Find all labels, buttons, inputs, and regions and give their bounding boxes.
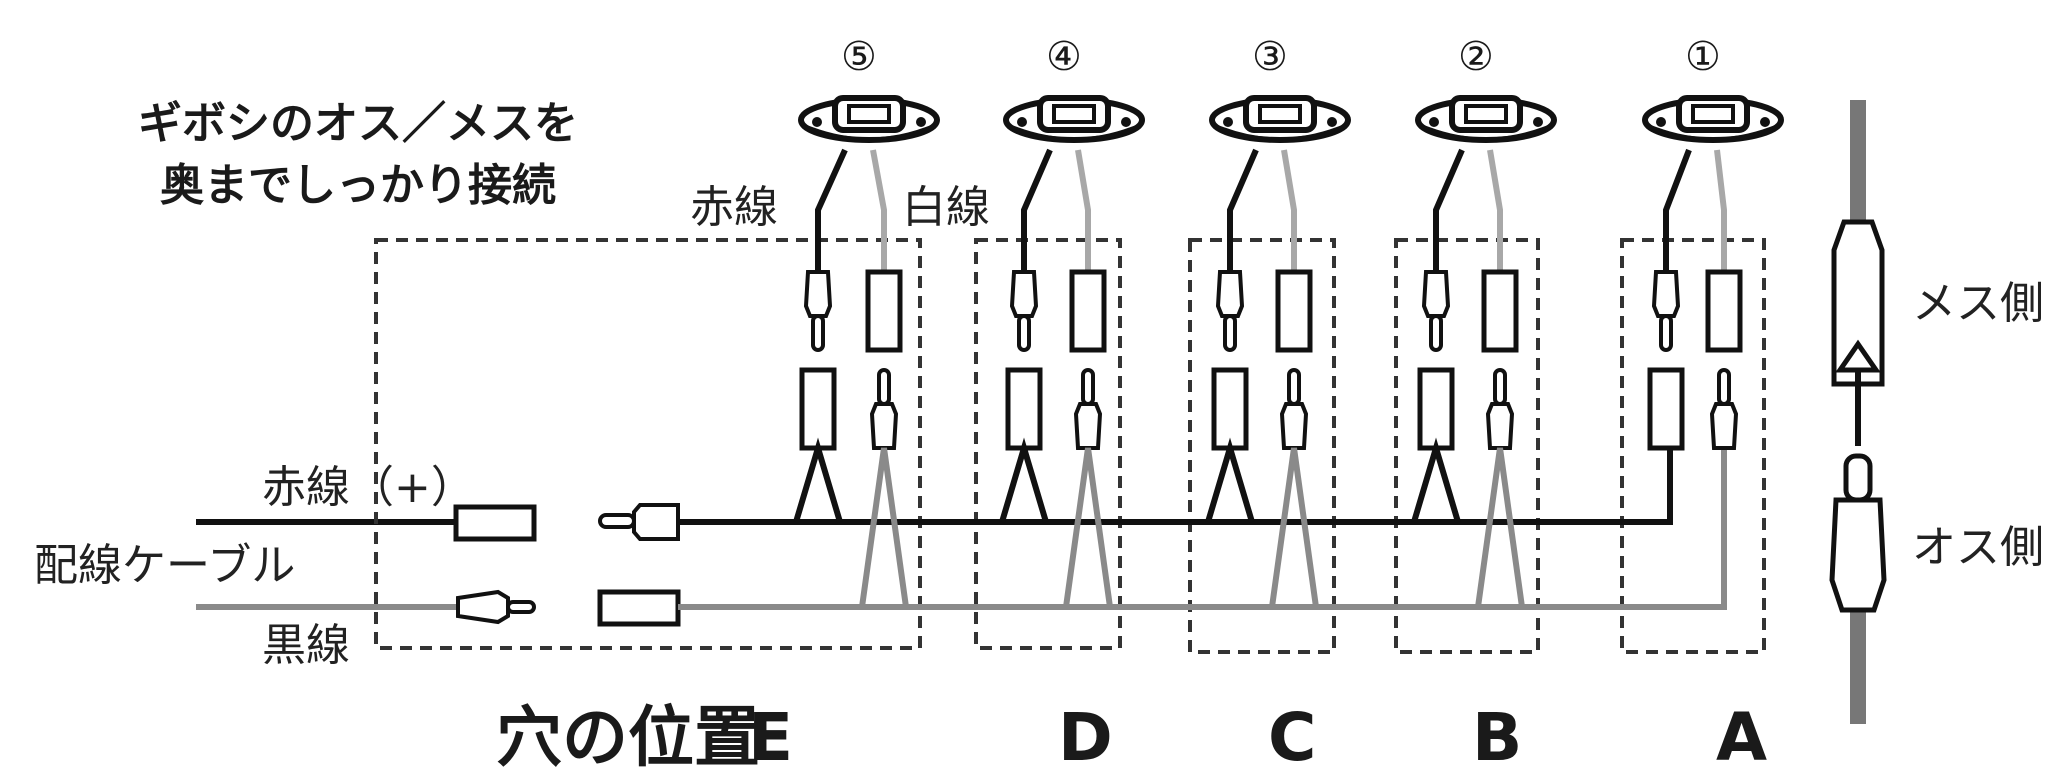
white-lead-wire xyxy=(870,149,887,272)
red-lead-wire xyxy=(1227,148,1259,272)
male-pin xyxy=(1429,314,1443,352)
female-sleeve-icon xyxy=(1647,367,1685,451)
red-wire-label-top: 赤線 xyxy=(690,182,778,233)
red-lead-wire xyxy=(1021,148,1053,272)
main-cable xyxy=(196,503,681,627)
female-sleeve-icon xyxy=(1417,367,1455,451)
lamp-icon xyxy=(801,98,937,140)
unit-number: ③ xyxy=(1252,34,1288,80)
black-drop-wire xyxy=(1475,447,1525,608)
black-wire-label: 黒線 xyxy=(262,620,350,671)
white-lead-wire xyxy=(1487,149,1503,272)
female-sleeve-icon xyxy=(1069,269,1107,353)
red-drop-wire xyxy=(1205,437,1255,523)
male-pin xyxy=(1287,368,1301,406)
connector-unit-e: ⑤ xyxy=(793,34,937,608)
unit-number: ⑤ xyxy=(841,34,877,80)
dashed-box-e xyxy=(374,238,922,650)
lamp-icon xyxy=(1645,98,1781,140)
male-plug-icon xyxy=(1279,402,1309,450)
male-side-label: オス側 xyxy=(1912,522,2044,573)
white-lead-wire xyxy=(1075,149,1091,272)
black-drop-wire xyxy=(859,447,909,608)
male-plug-icon xyxy=(869,402,899,450)
male-pin xyxy=(1493,368,1507,406)
dashed-box-a xyxy=(1620,238,1766,654)
lamp-icon xyxy=(1212,98,1348,140)
red-drop-wire xyxy=(1411,437,1461,523)
title-line-2: 奥までしっかり接続 xyxy=(160,160,556,211)
unit-number: ① xyxy=(1685,34,1721,80)
male-pin xyxy=(1081,368,1095,406)
dashed-box-b xyxy=(1394,238,1540,654)
hole-position-e: E xyxy=(748,699,793,768)
black-drop-wire xyxy=(1269,447,1319,608)
hole-position-c: C xyxy=(1268,699,1316,768)
male-plug-icon xyxy=(1485,402,1515,450)
red-wire-plus-label: 赤線（+） xyxy=(262,462,475,513)
male-pin xyxy=(1717,368,1731,406)
red-bus-wire xyxy=(678,450,1673,525)
female-sleeve-icon xyxy=(799,367,837,451)
white-lead-wire xyxy=(1714,149,1727,272)
male-pin xyxy=(1659,314,1673,352)
connector-unit-b: ② xyxy=(1411,34,1554,608)
connector-legend: メス側 オス側 xyxy=(1829,100,2044,724)
male-plug-icon xyxy=(1651,270,1681,318)
white-lead-wire xyxy=(1281,149,1297,272)
dashed-box-d xyxy=(974,238,1122,650)
male-plug-icon xyxy=(1709,402,1739,450)
lamp-icon xyxy=(1418,98,1554,140)
hole-position-a: A xyxy=(1716,699,1767,768)
white-wire-label-top: 白線 xyxy=(902,182,990,233)
female-sleeve-icon xyxy=(1005,367,1043,451)
hole-position-d: D xyxy=(1058,699,1113,768)
dashed-boxes xyxy=(374,238,1766,654)
male-pin xyxy=(877,368,891,406)
cable-label: 配線ケーブル xyxy=(34,540,295,591)
red-drop-wire xyxy=(999,437,1049,523)
female-sleeve-icon xyxy=(1705,269,1743,353)
male-pin xyxy=(811,314,825,352)
male-plug-icon xyxy=(1009,270,1039,318)
unit-number: ② xyxy=(1458,34,1494,80)
red-lead-wire xyxy=(1433,148,1465,272)
female-sleeve-icon xyxy=(1275,269,1313,353)
male-plug-icon xyxy=(1073,402,1103,450)
lamp-icon xyxy=(1006,98,1142,140)
male-plug-icon xyxy=(803,270,833,318)
connector-unit-c: ③ xyxy=(1205,34,1348,608)
female-sleeve-icon xyxy=(1481,269,1519,353)
female-sleeve-icon xyxy=(1211,367,1249,451)
male-plug-icon xyxy=(1215,270,1245,318)
red-lead-wire xyxy=(1663,148,1692,272)
male-plug-icon xyxy=(1421,270,1451,318)
hole-position-label: 穴の位置 xyxy=(496,699,760,768)
red-drop-wire xyxy=(793,437,843,523)
red-lead-wire xyxy=(815,148,848,272)
connector-unit-a: ① xyxy=(1645,34,1781,451)
black-bus-wire xyxy=(678,445,1727,610)
male-pin xyxy=(1017,314,1031,352)
connector-units: ⑤ ④ ③ ② ① xyxy=(793,34,1781,608)
male-pin xyxy=(1223,314,1237,352)
dashed-box-c xyxy=(1188,238,1336,654)
female-side-label: メス側 xyxy=(1912,278,2044,329)
unit-number: ④ xyxy=(1046,34,1082,80)
black-drop-wire xyxy=(1063,447,1113,608)
title-line-1: ギボシのオス／メスを xyxy=(138,98,578,149)
connector-unit-d: ④ xyxy=(999,34,1142,608)
female-sleeve-icon xyxy=(865,269,903,353)
hole-position-b: B xyxy=(1472,699,1522,768)
